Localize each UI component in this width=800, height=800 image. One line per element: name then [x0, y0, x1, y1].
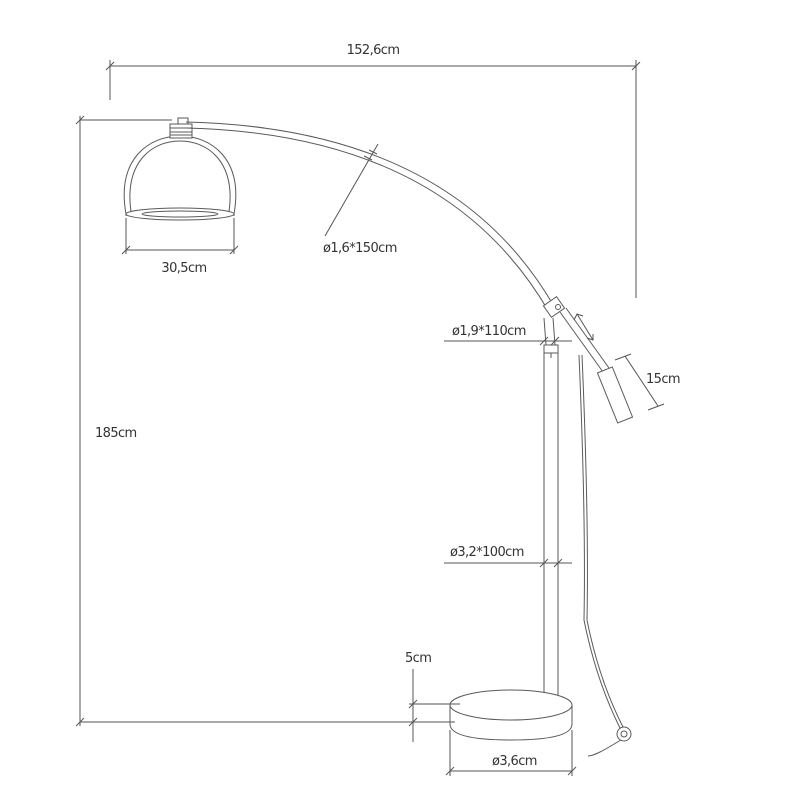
counterweight-adjust-arrow	[573, 313, 594, 341]
overall-width-label: 152,6cm	[347, 43, 400, 58]
lower-arm-leader	[444, 336, 572, 346]
upper-arm-leader	[324, 143, 379, 237]
pole-label: ø3,2*100cm	[450, 545, 524, 560]
counterweight	[596, 366, 634, 424]
pole	[543, 352, 559, 706]
lower-arm-label: ø1,9*110cm	[452, 324, 526, 339]
shade-diameter-label: 30,5cm	[161, 261, 206, 276]
base-height-dimension	[408, 669, 460, 742]
overall-width-dimension	[105, 60, 641, 298]
power-cord	[578, 354, 625, 757]
pole-leader	[444, 558, 572, 568]
base-diameter-label: ø3,6cm	[492, 754, 537, 769]
shade-diameter-dimension	[121, 218, 239, 255]
counterweight-rod	[559, 307, 610, 373]
lamp-shade	[123, 135, 237, 221]
cord-switch	[616, 726, 632, 742]
counterweight-dimension	[614, 353, 665, 411]
lower-arm	[543, 317, 559, 354]
lamp-socket	[169, 117, 193, 139]
base-height-label: 5cm	[405, 651, 431, 666]
arm-joint	[542, 295, 566, 319]
overall-height-label: 185cm	[95, 426, 137, 441]
overall-height-dimension	[75, 115, 455, 727]
lamp-base	[449, 689, 573, 741]
counterweight-label: 15cm	[646, 372, 680, 387]
upper-arm-label: ø1,6*150cm	[323, 241, 397, 256]
upper-arm	[185, 121, 556, 313]
base-diameter-dimension	[445, 730, 577, 776]
